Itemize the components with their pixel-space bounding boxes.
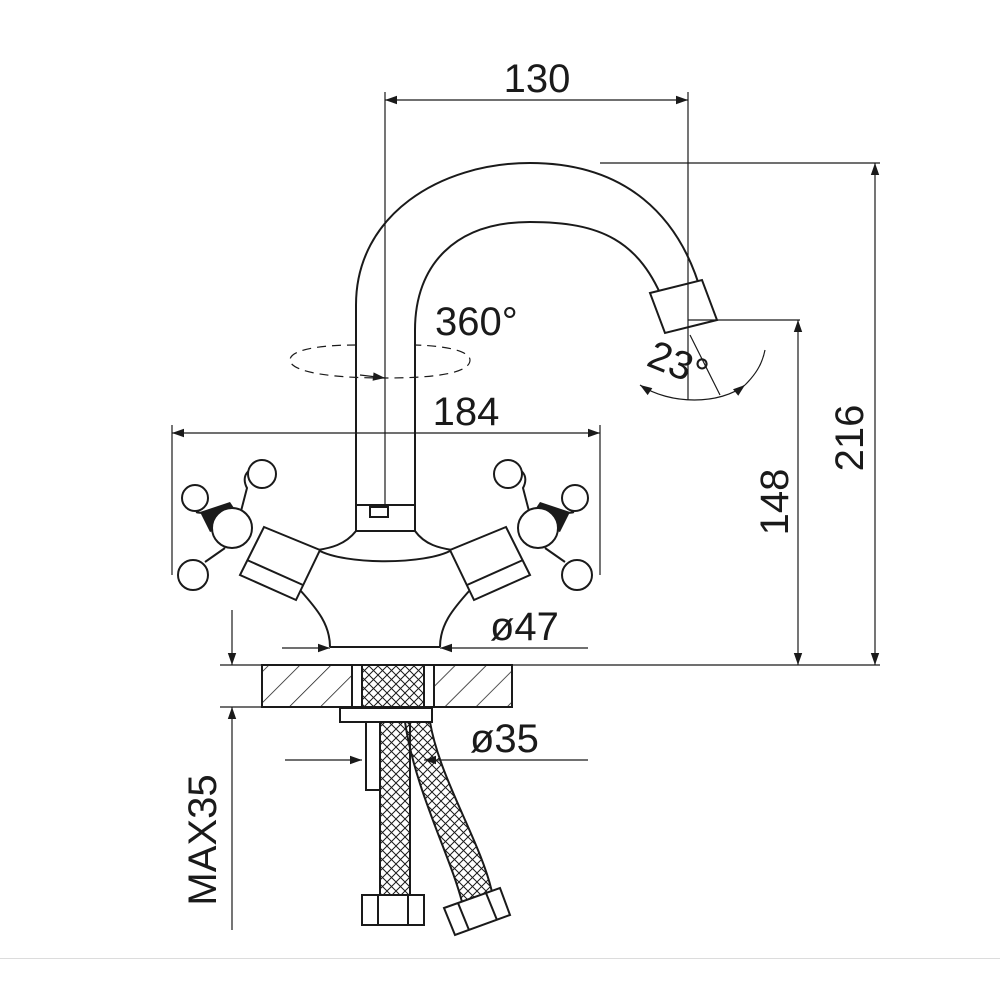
dim-base-diameter: ø47 [490, 605, 559, 649]
dim-spout-height: 148 [753, 469, 797, 536]
dimension-lines [171, 92, 880, 930]
dim-total-height: 216 [828, 405, 872, 472]
shank [361, 664, 425, 708]
dim-max-thickness: MAX35 [181, 774, 225, 905]
dim-handle-span: 184 [433, 390, 500, 434]
right-hose-nut [442, 886, 512, 937]
dim-spout-reach: 130 [504, 57, 571, 101]
left-valve [238, 525, 322, 602]
threaded-stud [365, 721, 381, 791]
collar-notch [369, 506, 389, 518]
faucet-outline [177, 161, 719, 937]
left-hose-nut [361, 894, 425, 926]
faucet-body [299, 530, 471, 648]
right-cross-handle [493, 459, 593, 591]
dim-tilt-angle: 23° [642, 333, 715, 396]
dim-rotation: 360° [435, 300, 518, 344]
faucet-belly [317, 549, 453, 563]
spout [355, 161, 704, 505]
left-cross-handle [177, 459, 277, 591]
bottom-border [0, 958, 1000, 959]
aerator [648, 278, 719, 335]
dim-shank-diameter: ø35 [470, 717, 539, 761]
right-valve [448, 525, 532, 602]
left-hose [379, 721, 411, 901]
fixing-nut [339, 707, 433, 723]
